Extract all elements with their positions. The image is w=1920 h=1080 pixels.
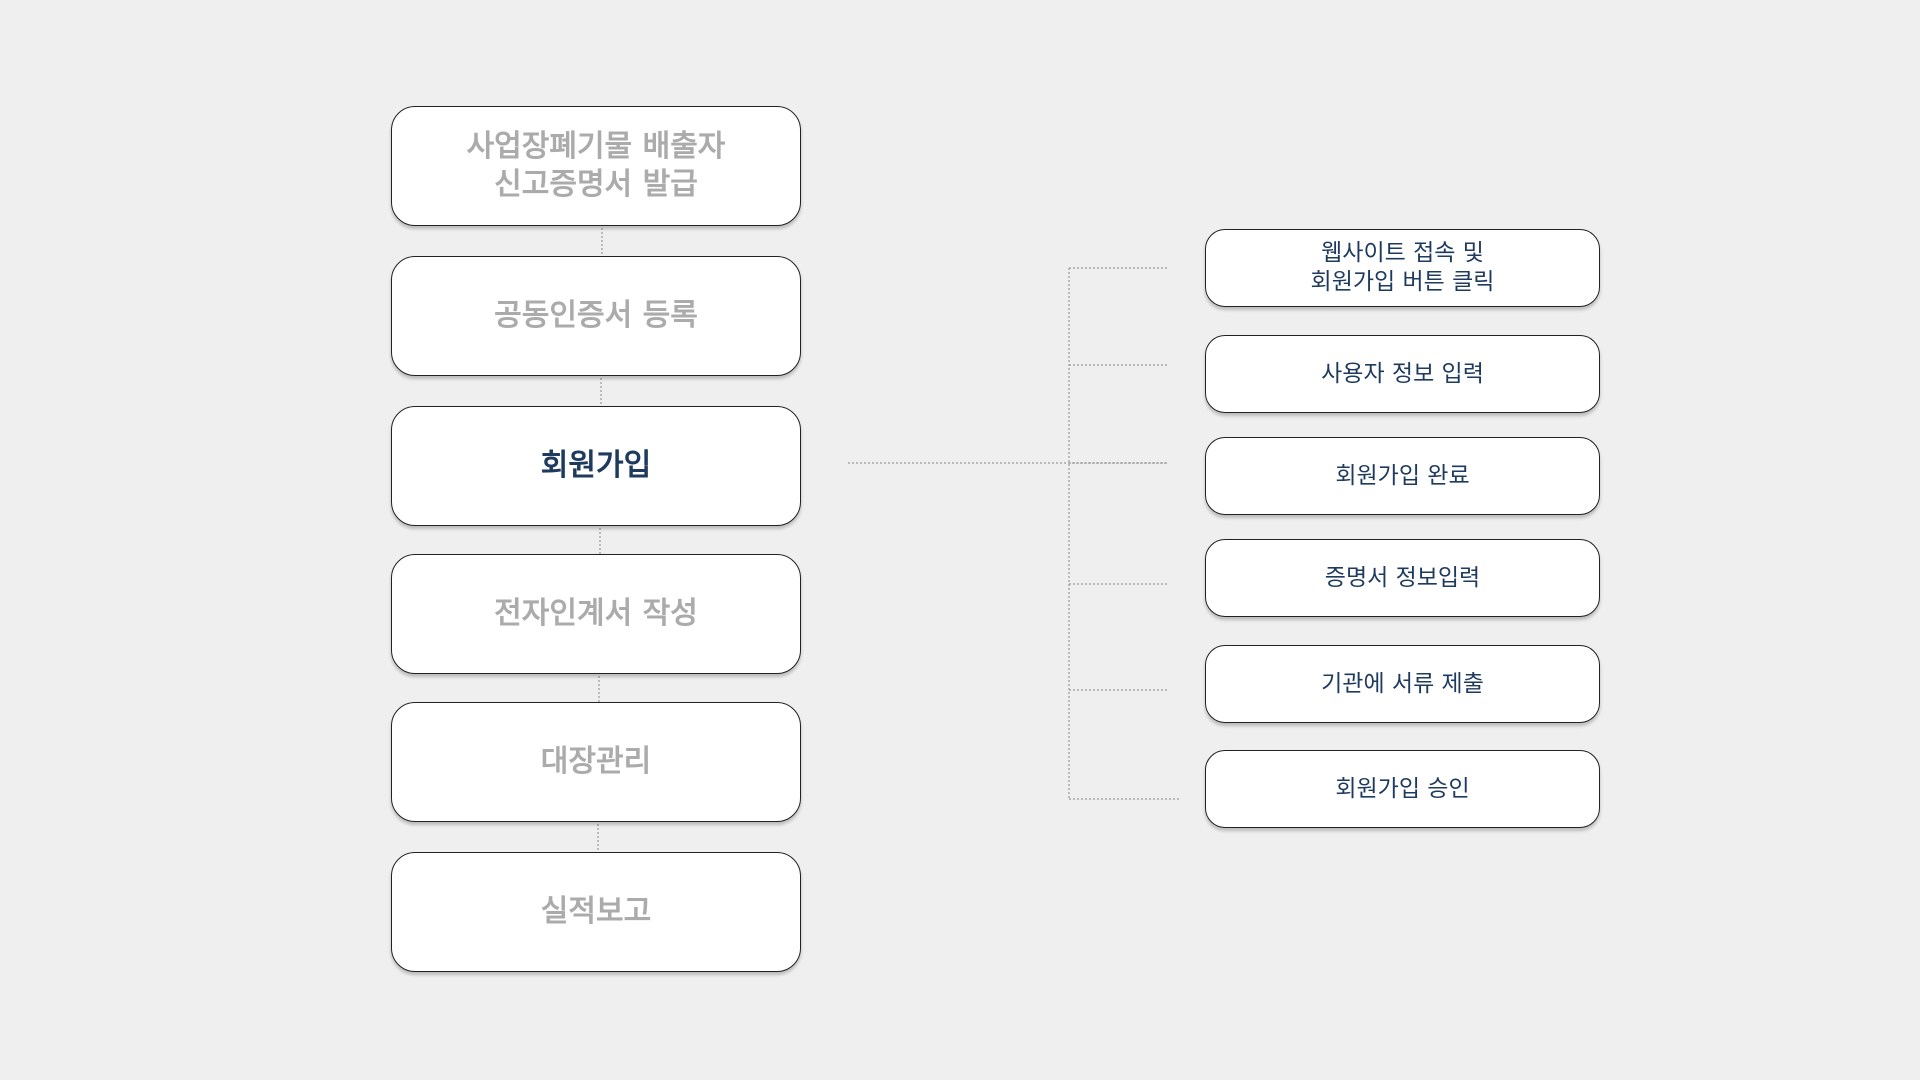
main-step-electronic-transfer: 전자인계서 작성 <box>391 554 801 674</box>
sub-step-website-access: 웹사이트 접속 및 회원가입 버튼 클릭 <box>1205 229 1600 307</box>
sub-step-user-info: 사용자 정보 입력 <box>1205 335 1600 413</box>
sub-step-certificate-info: 증명서 정보입력 <box>1205 539 1600 617</box>
main-step-certificate-registration: 공동인증서 등록 <box>391 256 801 376</box>
sub-step-document-submit: 기관에 서류 제출 <box>1205 645 1600 723</box>
main-step-membership-signup: 회원가입 <box>391 406 801 526</box>
main-step-ledger-management: 대장관리 <box>391 702 801 822</box>
sub-step-signup-approval: 회원가입 승인 <box>1205 750 1600 828</box>
main-step-performance-report: 실적보고 <box>391 852 801 972</box>
main-step-certificate-issuance: 사업장폐기물 배출자 신고증명서 발급 <box>391 106 801 226</box>
sub-step-signup-complete: 회원가입 완료 <box>1205 437 1600 515</box>
